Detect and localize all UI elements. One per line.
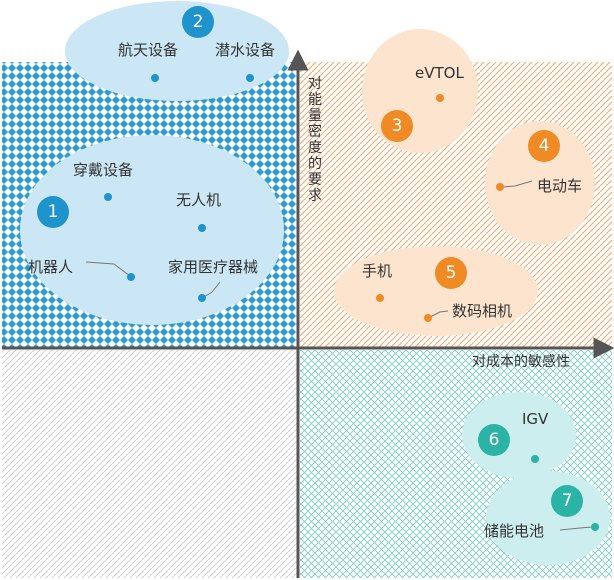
group-5-badge [435,257,467,289]
leader-home-medical [203,281,221,298]
dot-wearables [104,193,112,201]
group-5-bubble [334,246,538,336]
group-1-badge [37,196,69,228]
dot-camera [424,314,432,322]
group-7-number: 7 [562,491,573,511]
dot-igv [531,455,539,463]
group-2-bubble [65,1,289,101]
item-camera: 数码相机 [452,302,512,320]
group-6-badge [478,424,510,456]
item-robot: 机器人 [28,258,73,276]
x-axis-label: 对成本的敏感性 [472,353,570,370]
item-aerospace: 航天设备 [118,41,178,59]
item-ev: 电动车 [537,177,582,195]
group-7-badge [551,485,583,517]
group-6-number: 6 [489,430,500,450]
dot-drone [198,224,206,232]
dot-energy-storage [591,523,599,531]
group-1-bubble [20,135,284,325]
dot-home-medical [198,294,206,302]
dot-robot [127,273,135,281]
dot-evtol [436,94,444,102]
dot-aerospace [151,74,159,82]
dot-phone [376,294,384,302]
item-evtol: eVTOL [415,64,464,82]
item-home-medical: 家用医疗器械 [168,258,258,276]
group-4-badge [528,130,560,162]
dot-diving [246,74,254,82]
item-diving: 潜水设备 [215,41,275,59]
group-1-number: 1 [48,202,59,222]
quadrant-bottom-left [2,350,297,578]
item-igv: IGV [522,410,549,428]
group-2-badge [182,6,214,38]
group-3-badge [381,110,413,142]
group-3-number: 3 [392,116,403,136]
leader-energy-storage [559,526,593,531]
group-4-number: 4 [539,136,550,156]
group-6-bubble [462,392,576,478]
leader-camera [429,310,449,318]
item-wearables: 穿戴设备 [73,161,133,179]
group-2-number: 2 [193,12,204,32]
item-phone: 手机 [362,262,392,280]
leader-ev [501,180,533,188]
group-7-bubble [486,471,610,565]
item-energy-storage: 储能电池 [484,522,544,540]
leader-robot [85,261,131,277]
item-drone: 无人机 [176,191,221,209]
group-4-bubble [485,121,595,245]
dot-ev [496,183,504,191]
y-axis-label: 对能量密度的要求 [308,76,322,204]
group-3-bubble [362,29,478,153]
group-5-number: 5 [446,263,457,283]
